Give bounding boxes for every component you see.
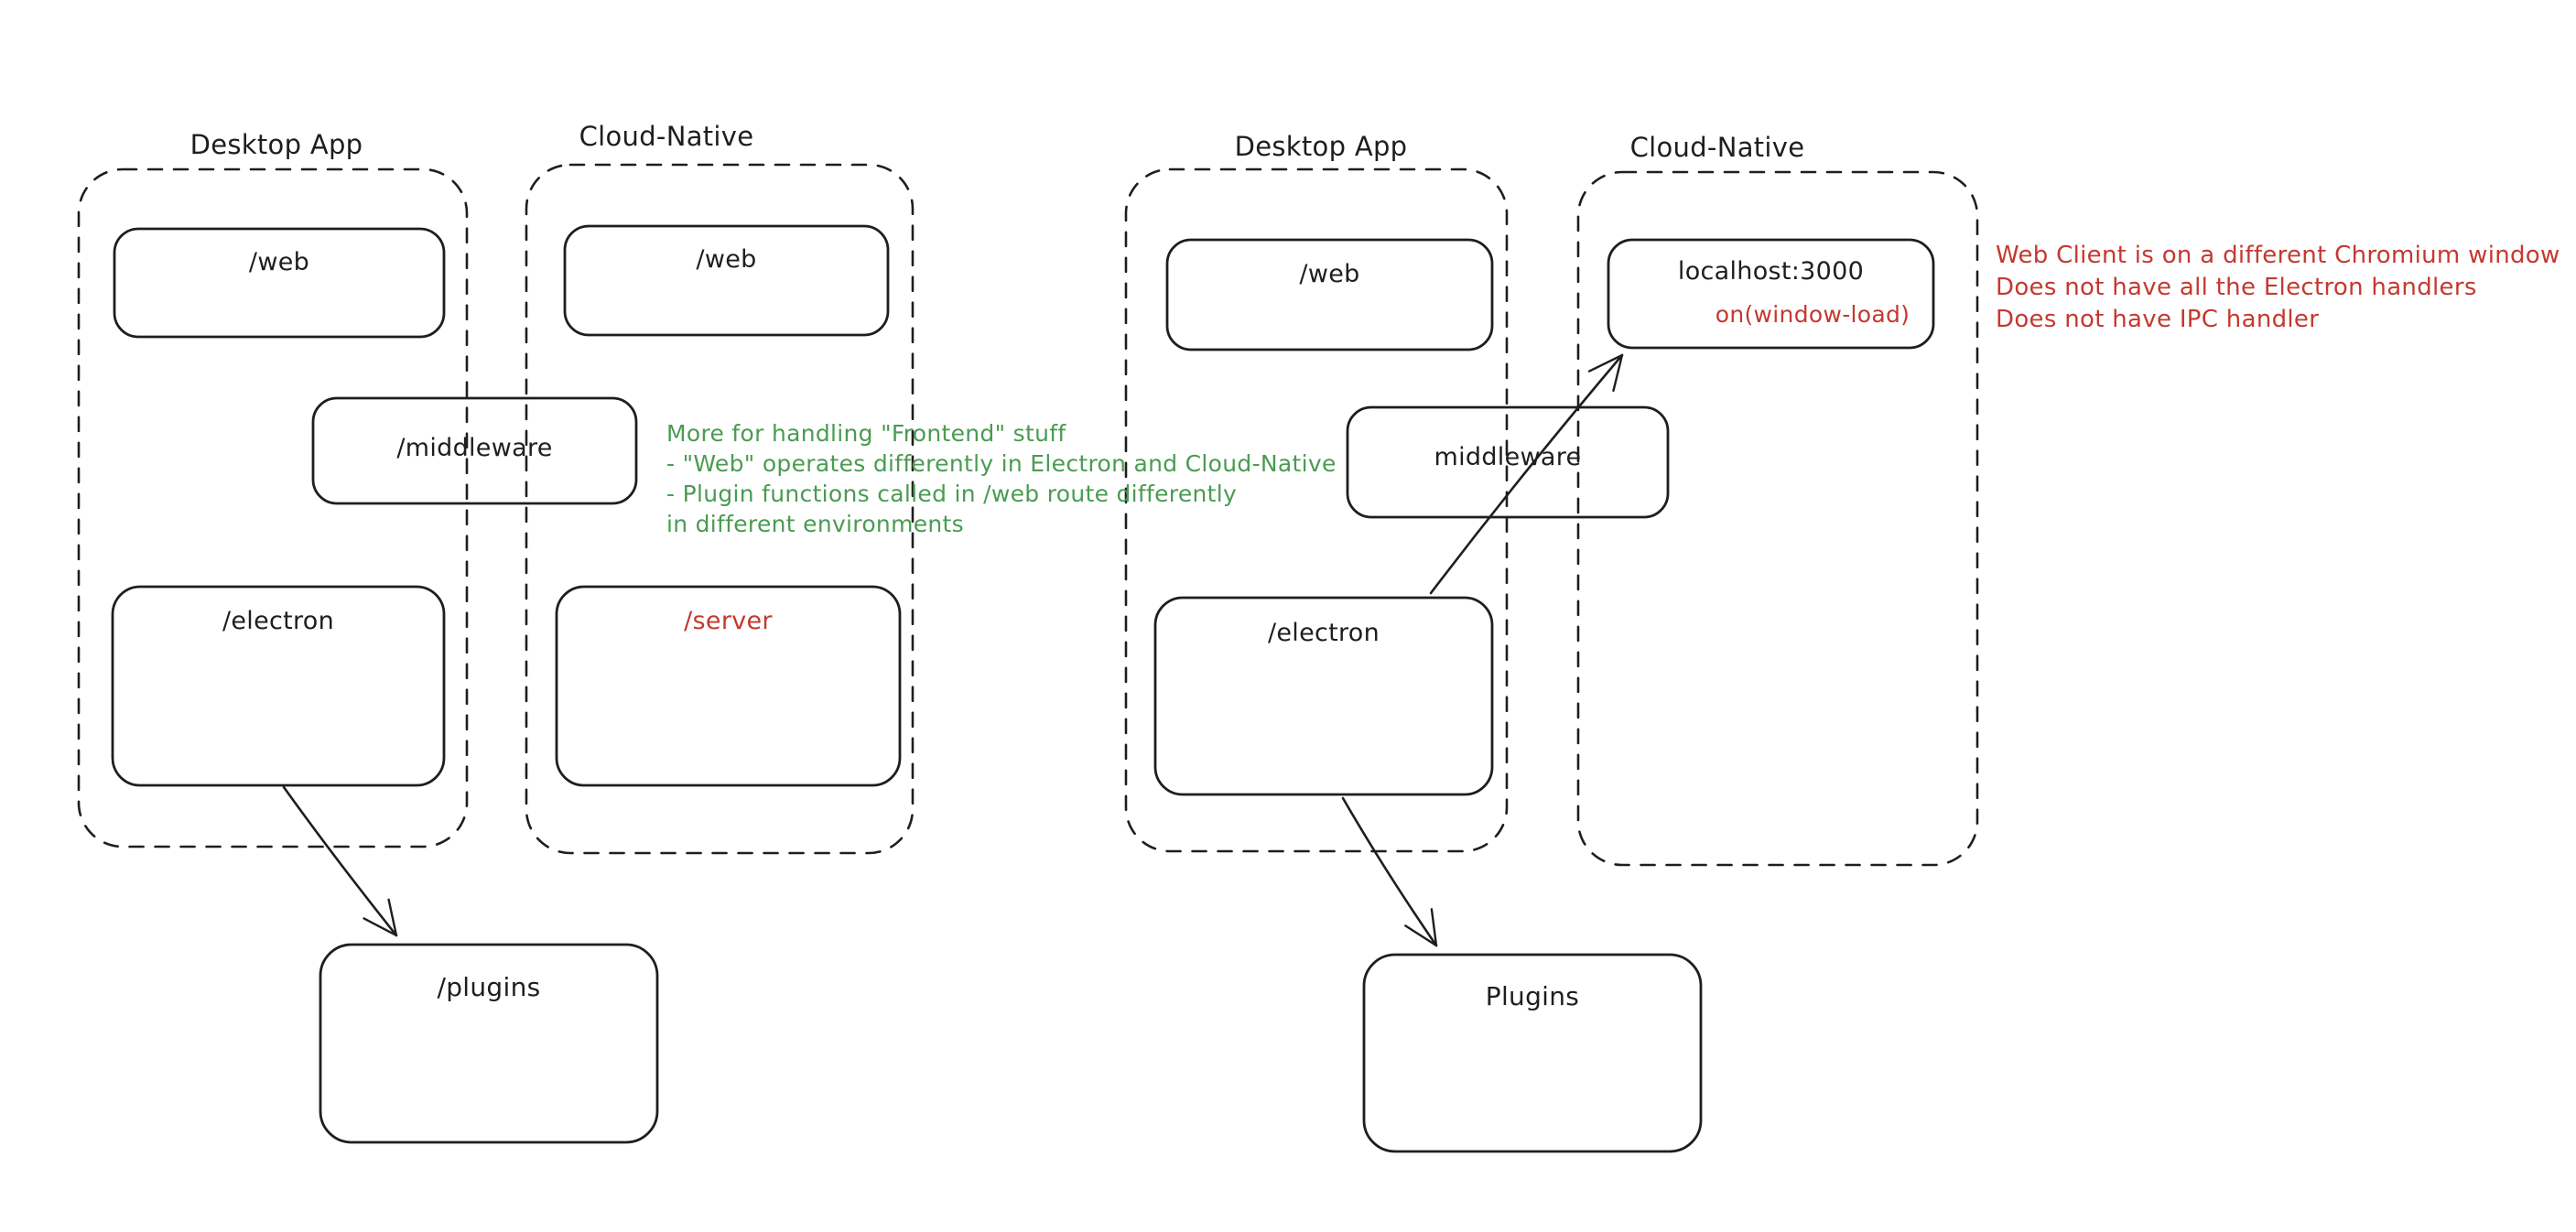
right-plugins-box-label[interactable]: Plugins	[1485, 981, 1580, 1011]
left-plugins-box-label[interactable]: /plugins	[437, 972, 541, 1002]
left-web-desktop-box-shape[interactable]	[113, 227, 446, 339]
red-note-line-2: Does not have all the Electron handlers	[1996, 274, 2477, 301]
left-cloud-native-title[interactable]: Cloud-Native	[579, 121, 754, 152]
right-desktop-app-title[interactable]: Desktop App	[1234, 131, 1408, 162]
right-electron-box-label[interactable]: /electron	[1267, 619, 1380, 647]
green-note-line-4: in different environments	[666, 511, 964, 537]
left-electron-box-shape[interactable]	[111, 585, 446, 787]
right-plugins-box-shape[interactable]	[1362, 953, 1703, 1153]
right-cloud-container[interactable]	[1576, 170, 1979, 867]
left-middleware-box-label[interactable]: /middleware	[396, 434, 553, 462]
left-web-cloud-box-label[interactable]: /web	[696, 245, 757, 274]
right-localhost-box-shape[interactable]	[1607, 238, 1935, 350]
right-web-box-label[interactable]: /web	[1299, 260, 1360, 288]
left-cloud-container[interactable]	[525, 163, 915, 855]
right-electron-to-localhost-arrow[interactable]	[1429, 353, 1624, 595]
green-note-line-2: - "Web" operates differently in Electron…	[666, 450, 1337, 477]
left-web-cloud-box-shape[interactable]	[563, 224, 890, 337]
right-electron-to-plugins-arrow[interactable]	[1341, 796, 1438, 947]
left-electron-box-label[interactable]: /electron	[222, 607, 335, 635]
right-middleware-box-label[interactable]: middleware	[1434, 443, 1582, 471]
right-web-box-shape[interactable]	[1165, 238, 1494, 351]
left-web-desktop-box-label[interactable]: /web	[248, 248, 310, 276]
right-electron-box-shape[interactable]	[1153, 596, 1494, 796]
left-electron-to-plugins-arrow[interactable]	[282, 785, 398, 937]
left-desktop-app-title[interactable]: Desktop App	[189, 129, 363, 160]
left-server-box-shape[interactable]	[555, 585, 902, 787]
left-server-box-label[interactable]: /server	[684, 607, 773, 635]
left-plugins-box-shape[interactable]	[319, 943, 659, 1144]
right-localhost-box-label[interactable]: localhost:3000	[1677, 257, 1865, 286]
red-note-line-3: Does not have IPC handler	[1996, 306, 2320, 333]
right-cloud-native-title[interactable]: Cloud-Native	[1629, 132, 1805, 163]
green-note-line-1: More for handling "Frontend" stuff	[666, 420, 1066, 447]
right-window-load-label[interactable]: on(window-load)	[1715, 301, 1910, 328]
green-note-line-3: - Plugin functions called in /web route …	[666, 481, 1238, 507]
red-note-line-1: Web Client is on a different Chromium wi…	[1996, 242, 2560, 269]
left-middleware-box-shape[interactable]	[311, 396, 638, 505]
left-desktop-container[interactable]	[77, 168, 469, 848]
